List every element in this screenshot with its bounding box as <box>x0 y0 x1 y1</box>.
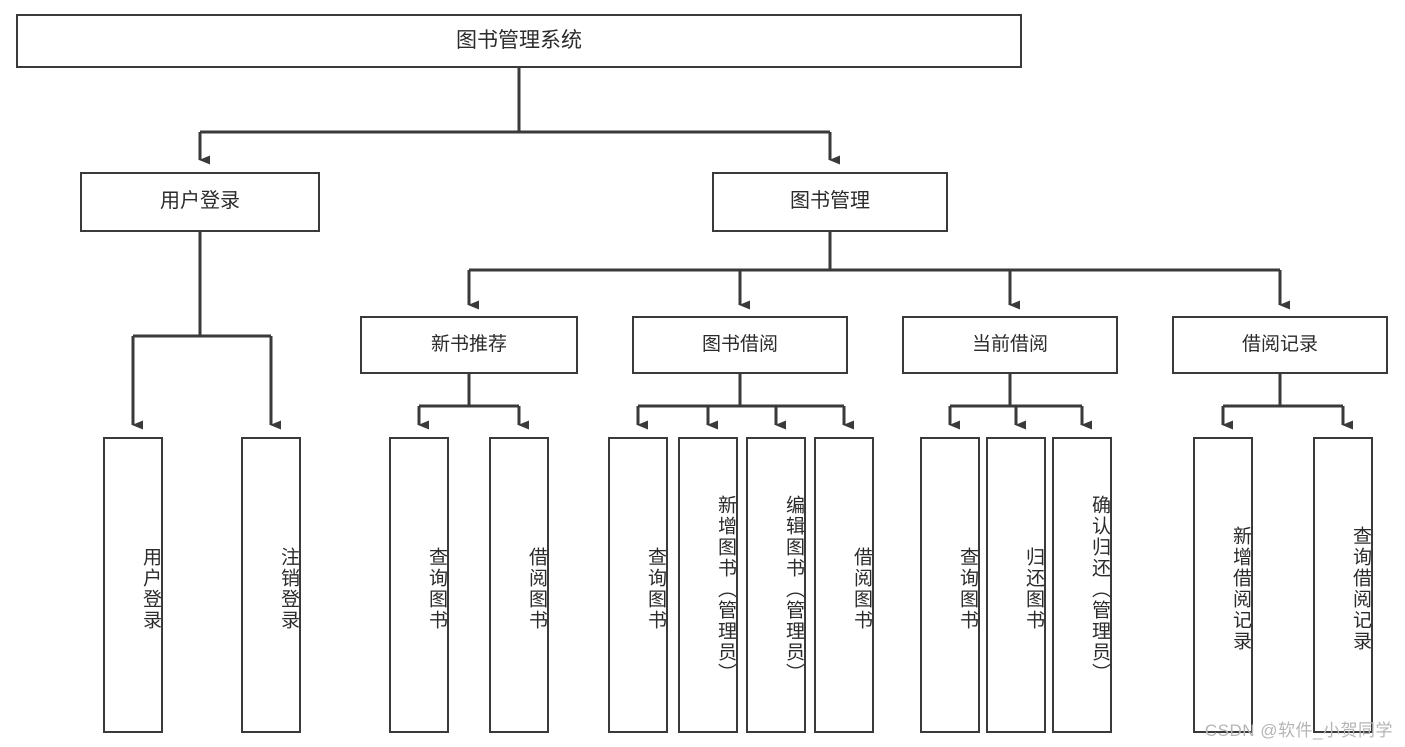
node-leaf-borrow-book-2[interactable]: 借阅图书 <box>814 437 874 733</box>
node-leaf-add-book[interactable]: 新增图书（管理员） <box>678 437 738 733</box>
node-current-borrow[interactable]: 当前借阅 <box>902 316 1118 374</box>
node-leaf-borrow-book-1[interactable]: 借阅图书 <box>489 437 549 733</box>
node-leaf-logout-login[interactable]: 注销登录 <box>241 437 301 733</box>
node-leaf-edit-book[interactable]: 编辑图书（管理员） <box>746 437 806 733</box>
node-leaf-confirm-return[interactable]: 确认归还（管理员） <box>1052 437 1112 733</box>
node-book-borrow[interactable]: 图书借阅 <box>632 316 848 374</box>
node-new-book-recommend[interactable]: 新书推荐 <box>360 316 578 374</box>
node-book-manage[interactable]: 图书管理 <box>712 172 948 232</box>
node-leaf-user-login[interactable]: 用户登录 <box>103 437 163 733</box>
node-leaf-query-book-1[interactable]: 查询图书 <box>389 437 449 733</box>
node-leaf-add-borrow-record[interactable]: 新增借阅记录 <box>1193 437 1253 733</box>
node-borrow-record[interactable]: 借阅记录 <box>1172 316 1388 374</box>
node-user-login[interactable]: 用户登录 <box>80 172 320 232</box>
node-leaf-query-book-2[interactable]: 查询图书 <box>608 437 668 733</box>
node-leaf-return-book[interactable]: 归还图书 <box>986 437 1046 733</box>
csdn-watermark: CSDN @软件_小贺同学 <box>1204 721 1393 740</box>
node-leaf-query-book-3[interactable]: 查询图书 <box>920 437 980 733</box>
node-leaf-query-borrow-record[interactable]: 查询借阅记录 <box>1313 437 1373 733</box>
node-root-system[interactable]: 图书管理系统 <box>16 14 1022 68</box>
